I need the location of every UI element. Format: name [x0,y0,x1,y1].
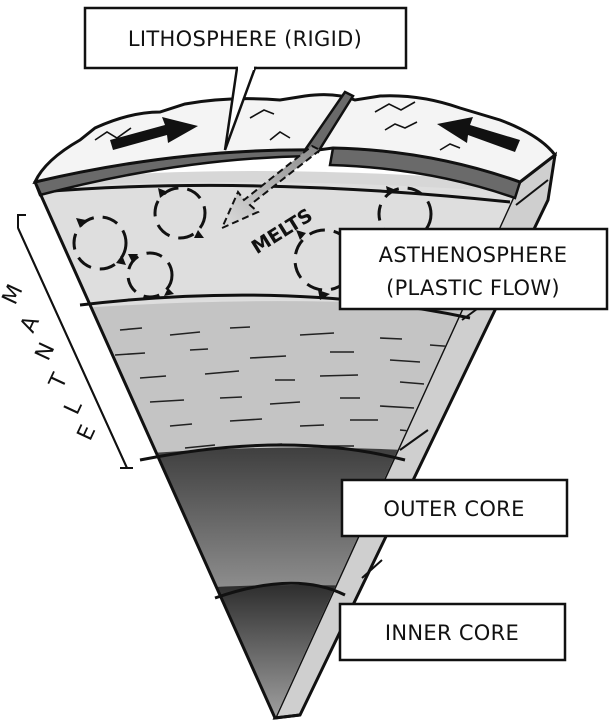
outer-core-label-box: OUTER CORE [342,480,567,536]
mantle-letter: M [0,281,28,309]
lithosphere-label: LITHOSPHERE (RIGID) [128,27,362,51]
outer-core-label: OUTER CORE [383,497,524,521]
mantle-letter: A [16,312,45,336]
inner-core-label: INNER CORE [385,621,519,645]
mantle-letter: E [73,421,102,444]
asthenosphere-label-box: ASTHENOSPHERE (PLASTIC FLOW) [340,229,607,309]
asthenosphere-label-line2: (PLASTIC FLOW) [386,276,560,300]
inner-core-label-box: INNER CORE [340,604,565,660]
mantle-letter: L [60,396,88,418]
mantle-letter: T [44,369,73,393]
mantle-letter: N [31,339,61,364]
asthenosphere-label-line1: ASTHENOSPHERE [379,243,568,267]
